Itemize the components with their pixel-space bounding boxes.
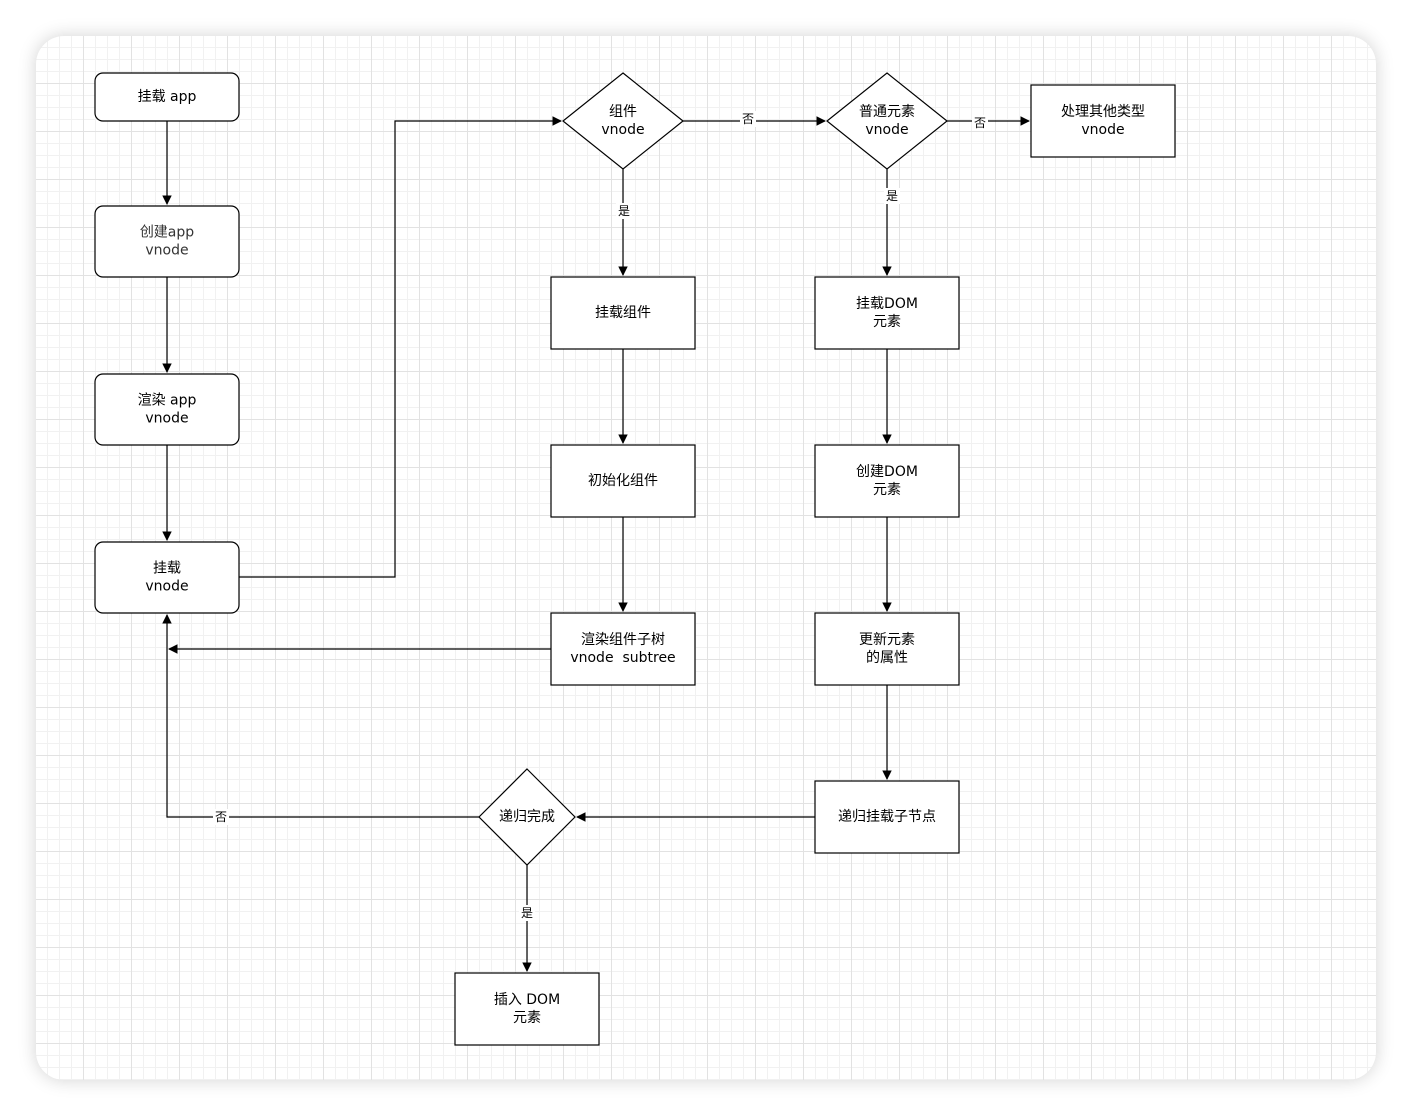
node-is-element: 普通元素 vnode — [826, 72, 948, 170]
node-insert-dom-line-1: 插入 DOM — [494, 992, 560, 1008]
node-is-component-line-1: 组件 — [609, 104, 637, 120]
edge-element-yes-label-bg — [884, 188, 900, 204]
node-mount-vnode: 挂载 vnode — [94, 541, 240, 614]
node-mount-app: 挂载 app — [94, 72, 240, 122]
edge-element-no-label-text: 否 — [974, 116, 986, 130]
edge-component-yes-label-text: 是 — [618, 204, 630, 218]
node-mount-dom-line-2: 元素 — [873, 314, 901, 330]
node-init-component-line-1: 初始化组件 — [588, 472, 658, 489]
edge-done-yes-label-bg — [519, 905, 535, 921]
node-create-app-vnode-line-2: vnode — [145, 243, 188, 259]
node-recursion-done: 递归完成 — [478, 768, 576, 866]
node-insert-dom-shape — [454, 972, 600, 1046]
node-render-subtree-line-1: 渲染组件子树 — [581, 632, 665, 648]
edge-component-yes-label-bg — [616, 203, 632, 219]
edge-done-no — [162, 614, 479, 818]
node-is-component-line-2: vnode — [601, 122, 644, 138]
node-mount-children-line-1: 递归挂载子节点 — [838, 808, 936, 825]
node-update-props-line-2: 的属性 — [866, 650, 908, 666]
node-create-app-vnode: 创建app vnode — [94, 205, 240, 278]
node-insert-dom-line-2: 元素 — [513, 1010, 541, 1026]
node-render-app-vnode-line-1: 渲染 app — [138, 393, 197, 409]
node-create-app-vnode-shape — [94, 205, 240, 278]
edge-done-no-label-text: 否 — [215, 810, 227, 824]
edge-element-no-label: 否 — [972, 115, 988, 131]
node-mount-children: 递归挂载子节点 — [814, 780, 960, 854]
node-render-subtree: 渲染组件子树 vnode subtree — [550, 612, 696, 686]
node-render-app-vnode: 渲染 app vnode — [94, 373, 240, 446]
edge-element-no-label-bg — [972, 115, 988, 131]
node-update-props-shape — [814, 612, 960, 686]
node-is-element-shape — [826, 72, 948, 170]
node-insert-dom: 插入 DOM 元素 — [454, 972, 600, 1046]
node-mount-app-line-1: 挂载 app — [138, 89, 197, 105]
node-mount-vnode-line-2: vnode — [145, 579, 188, 595]
node-handle-other-line-1: 处理其他类型 — [1061, 104, 1145, 120]
node-create-app-vnode-line-1: 创建app — [140, 225, 194, 241]
node-update-props-line-1: 更新元素 — [859, 632, 915, 648]
edge-component-no-label: 否 — [740, 111, 756, 127]
node-recursion-done-line-1: 递归完成 — [499, 808, 555, 825]
node-mount-vnode-line-1: 挂载 — [153, 561, 181, 577]
node-handle-other-line-2: vnode — [1081, 122, 1124, 138]
node-mount-component-shape — [550, 276, 696, 350]
edge-mount-vnode-to-component-check — [239, 116, 562, 578]
node-render-subtree-line-2: vnode subtree — [570, 650, 675, 666]
node-mount-component: 挂载组件 — [550, 276, 696, 350]
node-mount-dom-line-1: 挂载DOM — [856, 296, 918, 312]
node-mount-vnode-shape — [94, 541, 240, 614]
node-create-dom-line-2: 元素 — [873, 482, 901, 498]
edge-done-no-label: 否 — [213, 809, 229, 825]
edge-component-no-label-bg — [740, 111, 756, 127]
node-render-app-vnode-shape — [94, 373, 240, 446]
node-mount-component-line-1: 挂载组件 — [595, 305, 651, 321]
node-handle-other-shape — [1030, 84, 1176, 158]
node-create-dom: 创建DOM 元素 — [814, 444, 960, 518]
edge-done-no-label-bg — [213, 809, 229, 825]
node-is-element-line-2: vnode — [865, 122, 908, 138]
diagram-canvas: 挂载 app 创建app vnode 渲染 app vnode 挂载 vnode 组件 vnod… — [36, 36, 1376, 1080]
node-init-component: 初始化组件 — [550, 444, 696, 518]
edge-component-yes-label: 是 — [616, 203, 632, 219]
node-mount-children-shape — [814, 780, 960, 854]
node-mount-dom: 挂载DOM 元素 — [814, 276, 960, 350]
node-handle-other: 处理其他类型 vnode — [1030, 84, 1176, 158]
node-create-dom-line-1: 创建DOM — [856, 464, 918, 480]
edge-element-yes-label: 是 — [884, 188, 900, 204]
node-recursion-done-shape — [478, 768, 576, 866]
node-is-component-shape — [562, 72, 684, 170]
edge-element-yes-label-text: 是 — [886, 189, 898, 203]
node-is-element-line-1: 普通元素 — [859, 104, 915, 120]
edge-component-no-label-text: 否 — [742, 112, 754, 126]
edge-done-yes-label-text: 是 — [521, 906, 533, 920]
node-render-subtree-shape — [550, 612, 696, 686]
node-is-component: 组件 vnode — [562, 72, 684, 170]
node-create-dom-shape — [814, 444, 960, 518]
node-init-component-shape — [550, 444, 696, 518]
node-mount-app-shape — [94, 72, 240, 122]
node-render-app-vnode-line-2: vnode — [145, 411, 188, 427]
edge-done-yes-label: 是 — [519, 905, 535, 921]
flowchart: 挂载 app 创建app vnode 渲染 app vnode 挂载 vnode 组件 vnod… — [94, 72, 1176, 1046]
node-mount-dom-shape — [814, 276, 960, 350]
